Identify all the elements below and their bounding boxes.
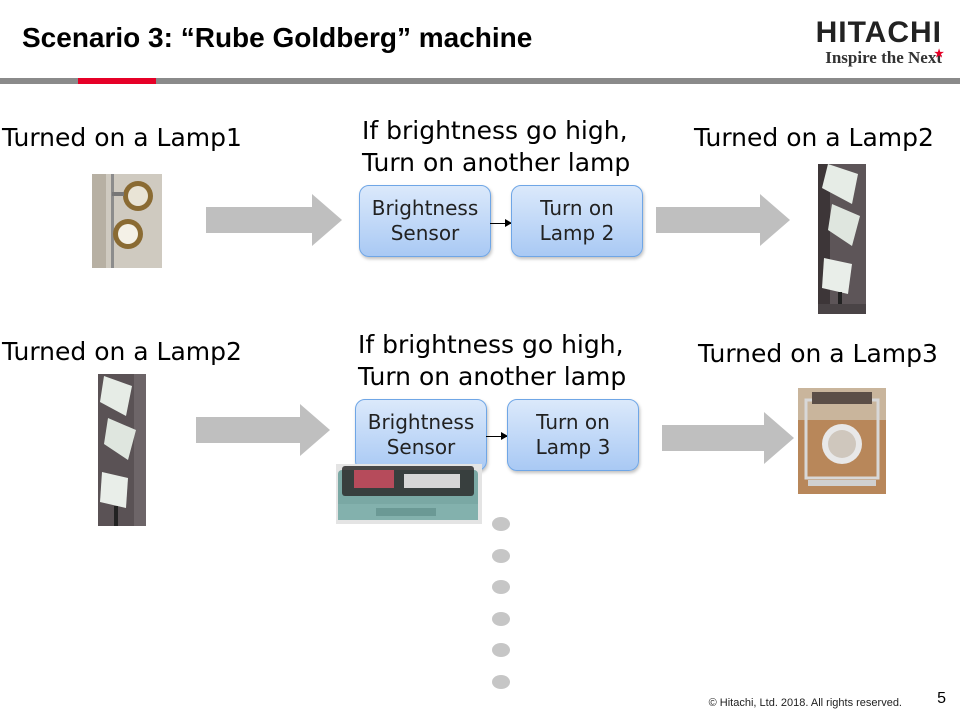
continuation-dot bbox=[492, 517, 510, 531]
row2-condition-line2: Turn on another lamp bbox=[358, 362, 627, 391]
row1-turn-on-lamp-box: Turn on Lamp 2 bbox=[511, 185, 643, 257]
row1-right-label: Turned on a Lamp2 bbox=[694, 123, 934, 152]
row1-left-label: Turned on a Lamp1 bbox=[2, 123, 242, 152]
lamp1-photo bbox=[92, 174, 162, 268]
row1-condition-line1: If brightness go high, bbox=[362, 116, 628, 145]
row2-arrow-right bbox=[662, 412, 794, 464]
slide-title: Scenario 3: “Rube Goldberg” machine bbox=[22, 22, 533, 53]
row2-action-line2: Lamp 3 bbox=[535, 435, 611, 459]
row1-connector-arrow bbox=[490, 219, 512, 227]
row2-arrow-left bbox=[196, 404, 330, 456]
header-accent-bar bbox=[78, 78, 156, 84]
continuation-dot bbox=[492, 612, 510, 626]
row1-condition-line2: Turn on another lamp bbox=[362, 148, 631, 177]
row2-sensor-line1: Brightness bbox=[367, 410, 475, 434]
lamp2-photo-row2 bbox=[98, 374, 146, 526]
continuation-dot bbox=[492, 643, 510, 657]
continuation-dot bbox=[492, 675, 510, 689]
row1-action-line1: Turn on bbox=[540, 196, 614, 220]
row1-arrow-left bbox=[206, 194, 342, 246]
row2-connector-arrow bbox=[486, 432, 508, 440]
row1-sensor-line2: Sensor bbox=[390, 221, 460, 245]
row2-condition-line1: If brightness go high, bbox=[358, 330, 624, 359]
page-number: 5 bbox=[937, 690, 946, 707]
row2-brightness-sensor-box: Brightness Sensor bbox=[355, 399, 487, 471]
row2-turn-on-lamp-box: Turn on Lamp 3 bbox=[507, 399, 639, 471]
logo-wordmark: HITACHI bbox=[815, 16, 942, 49]
logo-tagline: Inspire the Next bbox=[825, 48, 942, 67]
row2-sensor-line2: Sensor bbox=[386, 435, 456, 459]
lamp2-photo-row1 bbox=[818, 164, 866, 314]
row1-brightness-sensor-box: Brightness Sensor bbox=[359, 185, 491, 257]
continuation-dot bbox=[492, 580, 510, 594]
row2-right-label: Turned on a Lamp3 bbox=[698, 339, 938, 368]
star-icon: ★ bbox=[934, 48, 944, 60]
row2-left-label: Turned on a Lamp2 bbox=[2, 337, 242, 366]
copyright-notice: © Hitachi, Ltd. 2018. All rights reserve… bbox=[708, 697, 902, 709]
lamp3-photo bbox=[798, 388, 886, 494]
continuation-dot bbox=[492, 549, 510, 563]
hitachi-logo: HITACHI Inspire the Next ★ bbox=[815, 16, 944, 68]
row1-action-line2: Lamp 2 bbox=[539, 221, 615, 245]
row1-arrow-right bbox=[656, 194, 790, 246]
row2-action-line1: Turn on bbox=[536, 410, 610, 434]
sensor-device-photo bbox=[336, 464, 482, 524]
row1-sensor-line1: Brightness bbox=[371, 196, 479, 220]
header-divider bbox=[0, 78, 960, 84]
